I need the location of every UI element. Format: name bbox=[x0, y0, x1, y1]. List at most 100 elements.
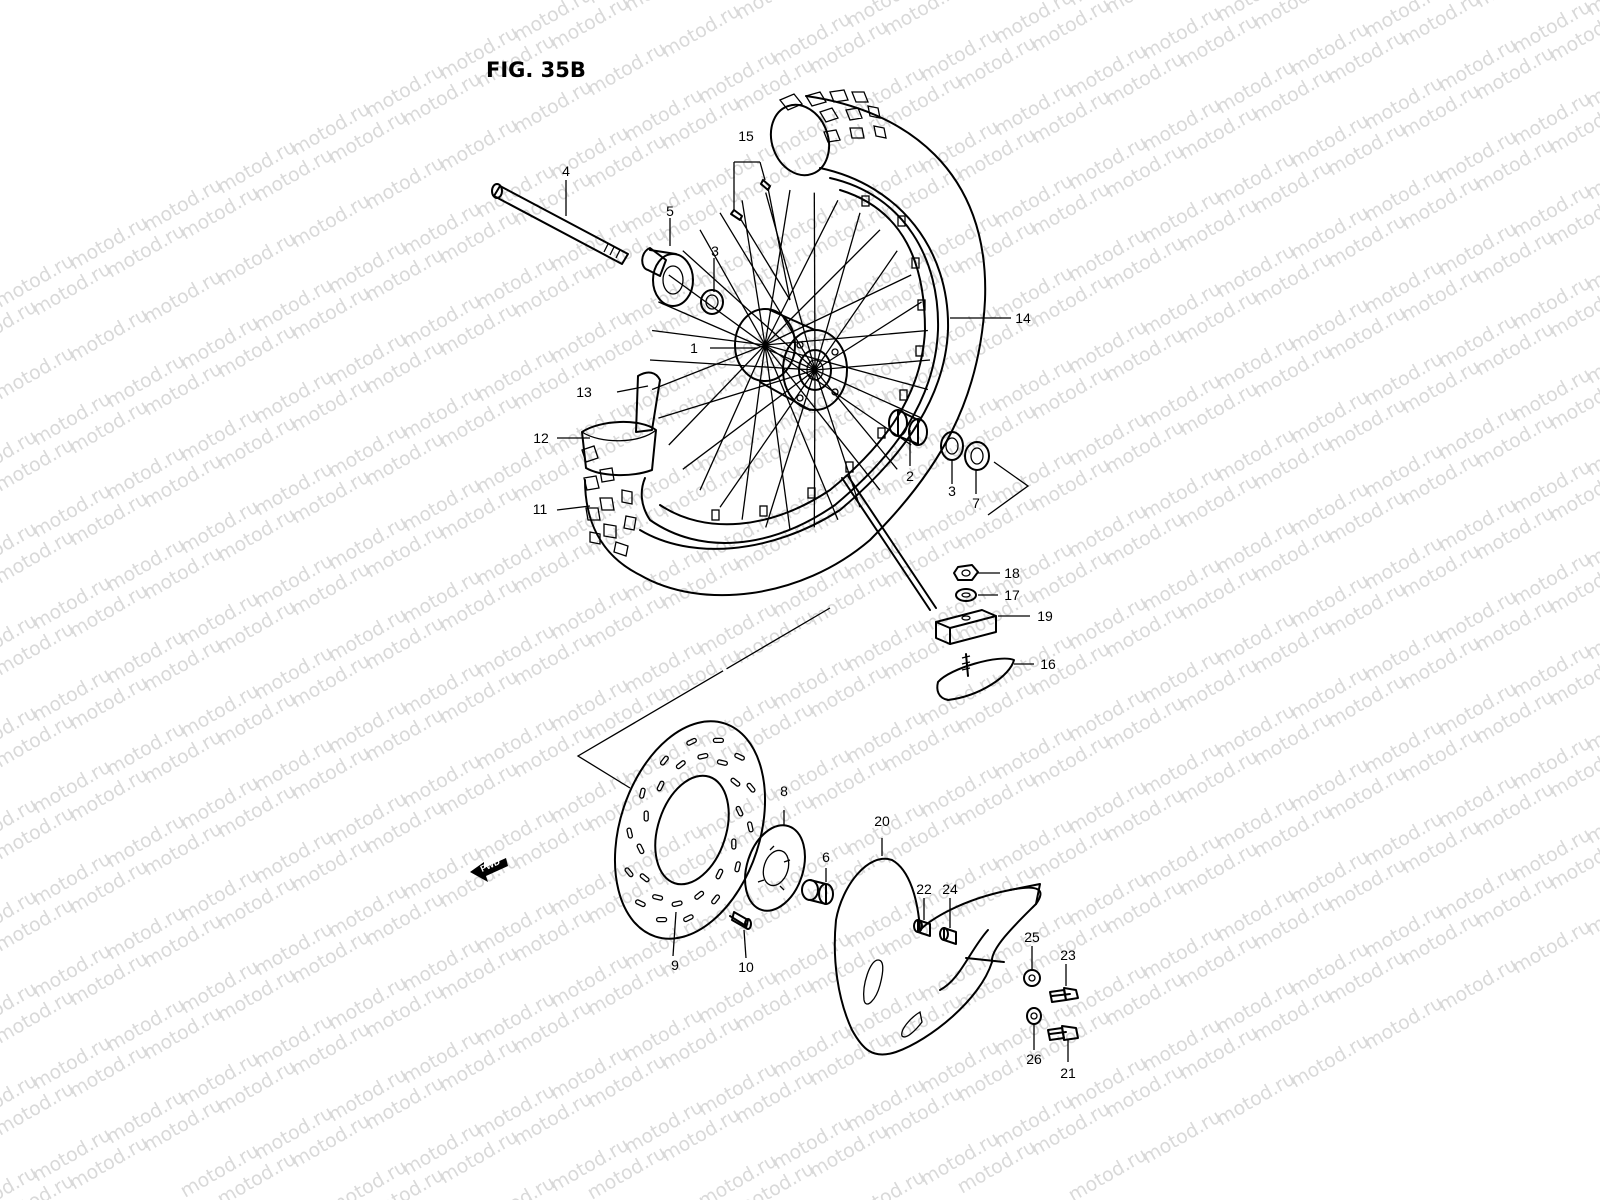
disc-slot bbox=[716, 759, 728, 766]
callout-labels: 1 2 3 3 4 5 6 7 8 9 10 11 12 13 14 15 16… bbox=[533, 128, 1076, 1081]
callout-9: 9 bbox=[671, 957, 679, 973]
callout-4: 4 bbox=[562, 163, 570, 179]
spoke bbox=[814, 359, 931, 371]
spoke bbox=[764, 344, 912, 446]
callout-1: 1 bbox=[690, 340, 698, 356]
spoke bbox=[668, 274, 766, 346]
disc-slot bbox=[746, 782, 756, 793]
watermark-text: motod.ru bbox=[732, 0, 818, 24]
callout-8: 8 bbox=[780, 783, 788, 799]
disc-slot bbox=[671, 900, 683, 908]
callout-13: 13 bbox=[576, 384, 592, 400]
guard-bolt-21 bbox=[1047, 1025, 1079, 1041]
callout-20: 20 bbox=[874, 813, 890, 829]
spoke-nipples bbox=[730, 179, 791, 301]
guide-line-disc bbox=[576, 607, 831, 789]
wheel-collar bbox=[801, 879, 834, 905]
callout-3-right: 3 bbox=[948, 483, 956, 499]
spoke bbox=[699, 229, 766, 346]
disc-slot bbox=[734, 752, 745, 761]
callout-24: 24 bbox=[942, 881, 958, 897]
callout-17: 17 bbox=[1004, 587, 1020, 603]
callout-7: 7 bbox=[972, 495, 980, 511]
brake-disc bbox=[613, 720, 767, 940]
watermark-text: motod.ru bbox=[584, 38, 670, 101]
disc-slot bbox=[639, 787, 646, 799]
spoke bbox=[651, 344, 766, 391]
spoke bbox=[764, 229, 881, 346]
disc-slot bbox=[659, 755, 669, 766]
spoke bbox=[765, 369, 816, 528]
guard-collar-22 bbox=[913, 919, 931, 937]
watermark-text: motod.ru bbox=[436, 114, 522, 177]
speedometer-drive-plate bbox=[744, 824, 806, 912]
spoke bbox=[764, 344, 791, 531]
disc-slot bbox=[735, 805, 744, 817]
watermark-text: motod.ru bbox=[1213, 1068, 1299, 1131]
disc-slot bbox=[712, 737, 725, 744]
callout-6: 6 bbox=[822, 849, 830, 865]
spoke bbox=[719, 212, 816, 371]
disc-slot bbox=[697, 752, 709, 760]
watermark-text: motod.ru bbox=[1065, 1144, 1151, 1200]
rim-lock bbox=[936, 653, 1015, 701]
disc-guard bbox=[833, 857, 1042, 1056]
spoke bbox=[814, 369, 898, 470]
spoke bbox=[764, 344, 839, 520]
callout-18: 18 bbox=[1004, 565, 1020, 581]
disc-slot bbox=[675, 760, 686, 770]
callout-5: 5 bbox=[666, 203, 674, 219]
spoke bbox=[668, 344, 766, 446]
callout-12: 12 bbox=[533, 430, 549, 446]
watermark-text: motod.ru bbox=[954, 0, 1040, 2]
spoke bbox=[699, 344, 766, 491]
rim bbox=[640, 177, 940, 544]
spacer-top bbox=[700, 289, 724, 315]
disc-slot bbox=[746, 821, 754, 833]
spoke bbox=[682, 369, 816, 470]
disc-slot bbox=[635, 899, 646, 908]
callout-2: 2 bbox=[906, 468, 914, 484]
inner-tube bbox=[581, 371, 661, 477]
rim-lock-nut bbox=[953, 564, 979, 581]
disc-slot bbox=[636, 843, 645, 855]
callout-26: 26 bbox=[1026, 1051, 1042, 1067]
watermark-text: motod.ru bbox=[1509, 916, 1595, 979]
disc-slot bbox=[643, 810, 649, 822]
spoke bbox=[658, 369, 816, 419]
spoke bbox=[814, 250, 898, 371]
disc-slot bbox=[730, 777, 741, 787]
watermark-text: motod.ru bbox=[1361, 992, 1447, 1055]
disc-slot bbox=[656, 780, 665, 792]
watermark-text: motod.ru bbox=[362, 152, 448, 215]
oil-seal bbox=[964, 441, 990, 471]
disc-slot bbox=[624, 867, 634, 878]
guide-line-seal bbox=[987, 461, 1030, 516]
disc-slot bbox=[686, 737, 697, 746]
hub bbox=[734, 308, 848, 411]
spoke bbox=[764, 189, 791, 346]
spoke bbox=[682, 250, 816, 371]
rim-lock-washer bbox=[955, 588, 977, 602]
watermark-text: motod.ru bbox=[140, 266, 226, 329]
watermark-text: motod.ru bbox=[473, 1172, 559, 1200]
watermark-text: motod.ru bbox=[621, 0, 707, 16]
spoke bbox=[765, 192, 816, 371]
watermark-text: motod.ru bbox=[1250, 0, 1336, 34]
guard-bolt-23 bbox=[1049, 987, 1079, 1003]
spoke bbox=[741, 200, 766, 346]
disc-slot bbox=[639, 873, 650, 883]
watermark-text: motod.ru bbox=[1139, 1106, 1225, 1169]
disc-bolt bbox=[729, 911, 752, 930]
disc-slot bbox=[731, 838, 737, 850]
spoke bbox=[764, 200, 839, 346]
watermark-text: motod.ru bbox=[1435, 954, 1521, 1017]
watermark-text: motod.ru bbox=[658, 0, 744, 62]
watermark-text: motod.ru bbox=[0, 342, 78, 405]
callout-3-top: 3 bbox=[711, 243, 719, 259]
disc-slot bbox=[626, 827, 634, 839]
spoke bbox=[652, 329, 766, 346]
spoke bbox=[813, 369, 816, 528]
